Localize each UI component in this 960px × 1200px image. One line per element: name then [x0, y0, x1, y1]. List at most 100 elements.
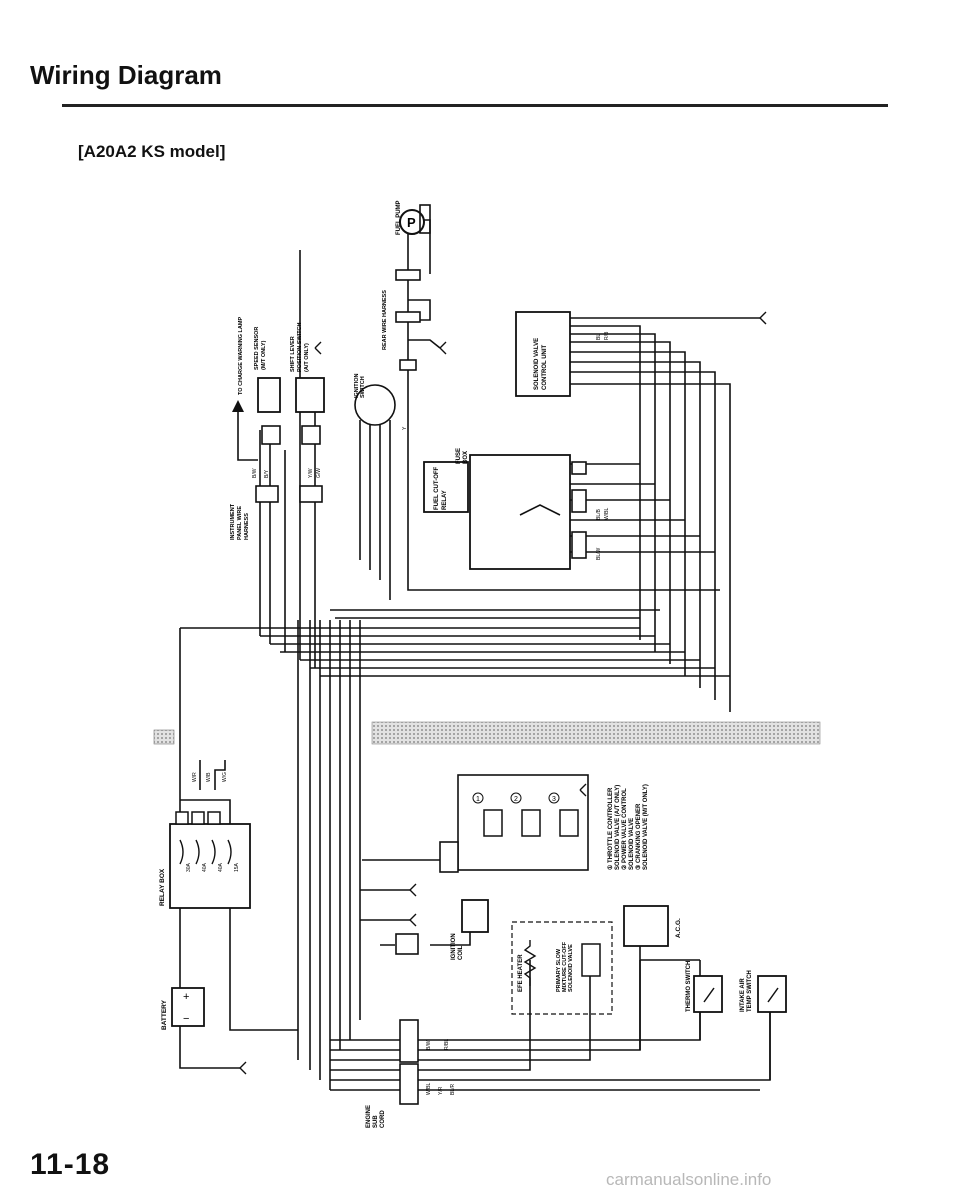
fuse-rating-4: 15A: [234, 862, 240, 872]
fuel-cut-off-relay-label-1: FUEL CUT-OFF: [434, 466, 440, 510]
wire-code: W/BL: [604, 508, 610, 520]
battery-minus: −: [183, 1013, 189, 1025]
fuse-box-label-1: FUSE: [456, 448, 462, 464]
relay-box-fuses: [179, 839, 232, 865]
ignition-switch-label-1: IGNITION: [354, 374, 360, 398]
battery-plus: +: [183, 991, 189, 1003]
engine-sub-cord-label-1: ENGINE: [366, 1105, 372, 1128]
watermark: carmanualsonline.info: [606, 1170, 772, 1189]
wire-code: W/G: [222, 772, 228, 782]
wire-code: W/BL: [426, 1083, 432, 1095]
solenoid-unit-label-1: SOLENOID VALVE: [534, 338, 540, 390]
engine-sub-cord-label-2: SUB: [373, 1115, 379, 1128]
instrument-connectors: [255, 425, 323, 503]
wire-code: B/W: [426, 1040, 432, 1050]
battery: [171, 987, 205, 1027]
ignition-switch-label-2: SWITCH: [360, 376, 366, 398]
ignition-coil-connector: [395, 933, 419, 955]
efe-dashed-box: [511, 921, 613, 1015]
shift-lever-switch: [295, 377, 325, 413]
fuel-pump-label: FUEL PUMP: [396, 200, 402, 235]
acg-label: A.C.G.: [675, 918, 682, 938]
fuel-cut-off-relay: [423, 461, 469, 513]
battery-label: BATTERY: [161, 999, 168, 1030]
relay-box-connectors: [175, 811, 221, 825]
ignition-coil-label-1: IGNITION: [451, 933, 457, 960]
fuel-pump-motor: [399, 209, 425, 235]
fuel-cut-off-relay-label-2: RELAY: [442, 490, 448, 510]
instrument-harness-label-1: INSTRUMENT: [230, 503, 236, 540]
small-shaded-block: [153, 729, 175, 745]
fuse-rating-1: 30A: [186, 862, 192, 872]
rear-harness-connectors: [395, 269, 421, 371]
wire-codes: W/R W/B W/G B/Y Y/W B/W Y G/W BL R/B BL/…: [192, 331, 610, 1095]
wire-code: Y: [402, 426, 408, 430]
ignition-coil: [461, 899, 489, 933]
engine-sub-cord-connectors: [399, 1019, 419, 1105]
thermo-switch-contact: [703, 987, 715, 1003]
wire-code: B/W: [252, 468, 258, 478]
solenoid-number-3: 3: [552, 796, 556, 803]
intake-air-label-2: TEMP SWITCH: [747, 970, 753, 1012]
thermo-switch: [693, 975, 723, 1013]
wire-code: R/B: [604, 331, 610, 340]
speed-sensor: [257, 377, 281, 413]
intake-air-switch: [757, 975, 787, 1013]
legend-line-6: SOLENOID VALVE (M/T ONLY): [643, 784, 649, 870]
legend-line-4: SOLENOID VALVE: [629, 818, 635, 870]
instrument-harness-label-2: PANEL WIRE: [237, 506, 243, 540]
thermo-switch-label: THERMO SWITCH: [686, 961, 692, 1012]
harness-band: [371, 721, 821, 745]
ignition-switch: [354, 384, 396, 426]
wire-code: R/BL: [444, 1039, 450, 1050]
speed-sensor-label-2: (M/T ONLY): [261, 340, 267, 370]
primary-slow-label-2: MIXTURE CUT-OFF: [562, 941, 568, 992]
wire-code: B/Y: [264, 469, 270, 478]
instrument-harness-label-3: HARNESS: [244, 513, 250, 540]
wire-code: BL: [596, 334, 602, 340]
solenoid-unit-label-2: CONTROL UNIT: [542, 344, 548, 390]
charge-lamp-arrow: [232, 400, 244, 412]
acg: [623, 905, 669, 947]
charge-lamp-label: TO CHARGE WARNING LAMP: [238, 317, 244, 395]
fuse-box-connectors: [571, 461, 587, 559]
intake-air-contact: [767, 987, 779, 1003]
primary-slow-label-3: SOLENOID VALVE: [568, 944, 574, 992]
primary-slow-solenoid: [581, 943, 601, 977]
shift-lever-label-2: POSITION SWITCH: [297, 322, 303, 372]
wire-code: W/R: [192, 772, 198, 782]
legend-line-3: ② POWER VALVE CONTROL: [621, 788, 628, 870]
intake-air-label-1: INTAKE AIR: [740, 978, 746, 1012]
relay-box-label: RELAY BOX: [159, 868, 166, 906]
shift-lever-label-1: SHIFT LEVER: [290, 336, 296, 372]
fuse-box-label-2: BOX: [463, 451, 469, 464]
fuse-box-switch: [519, 504, 561, 516]
model-label: [A20A2 KS model]: [78, 142, 226, 161]
solenoid-coils: [483, 809, 579, 837]
wire-code: BL/B: [596, 508, 602, 520]
wire-code: W/B: [206, 772, 212, 782]
legend-line-1: ① THROTTLE CONTROLLER: [607, 787, 614, 870]
wire-code: G/W: [316, 468, 322, 478]
engine-sub-cord-label-3: CORD: [380, 1110, 386, 1128]
speed-sensor-label-1: SPEED SENSOR: [254, 327, 260, 370]
page-title: Wiring Diagram: [30, 60, 222, 90]
primary-slow-label-1: PRIMARY SLOW: [556, 948, 562, 992]
solenoid-number-2: 2: [514, 796, 518, 803]
wire-code: Y/R: [438, 1086, 444, 1095]
fuel-pump-box: [419, 204, 431, 234]
rear-harness-label: REAR WIRE HARNESS: [382, 290, 388, 350]
wire-code: BL/W: [596, 547, 602, 560]
wire-code: Y/W: [308, 468, 314, 478]
ground-symbols: [239, 311, 767, 1075]
efe-heater-label: EFE HEATER: [518, 954, 524, 992]
legend-line-5: ③ CRANKING OPENER: [635, 803, 642, 870]
shift-lever-label-3: (A/T ONLY): [304, 343, 310, 372]
efe-heater-resistor: [523, 940, 537, 986]
wire-code: BL/R: [450, 1083, 456, 1095]
fuse-rating-3: 40A: [218, 862, 224, 872]
fuse-rating-2: 40A: [202, 862, 208, 872]
solenoid-legend: ① THROTTLE CONTROLLER SOLENOID VALVE (A/…: [607, 784, 649, 870]
solenoid-trio-connector: [439, 841, 459, 873]
